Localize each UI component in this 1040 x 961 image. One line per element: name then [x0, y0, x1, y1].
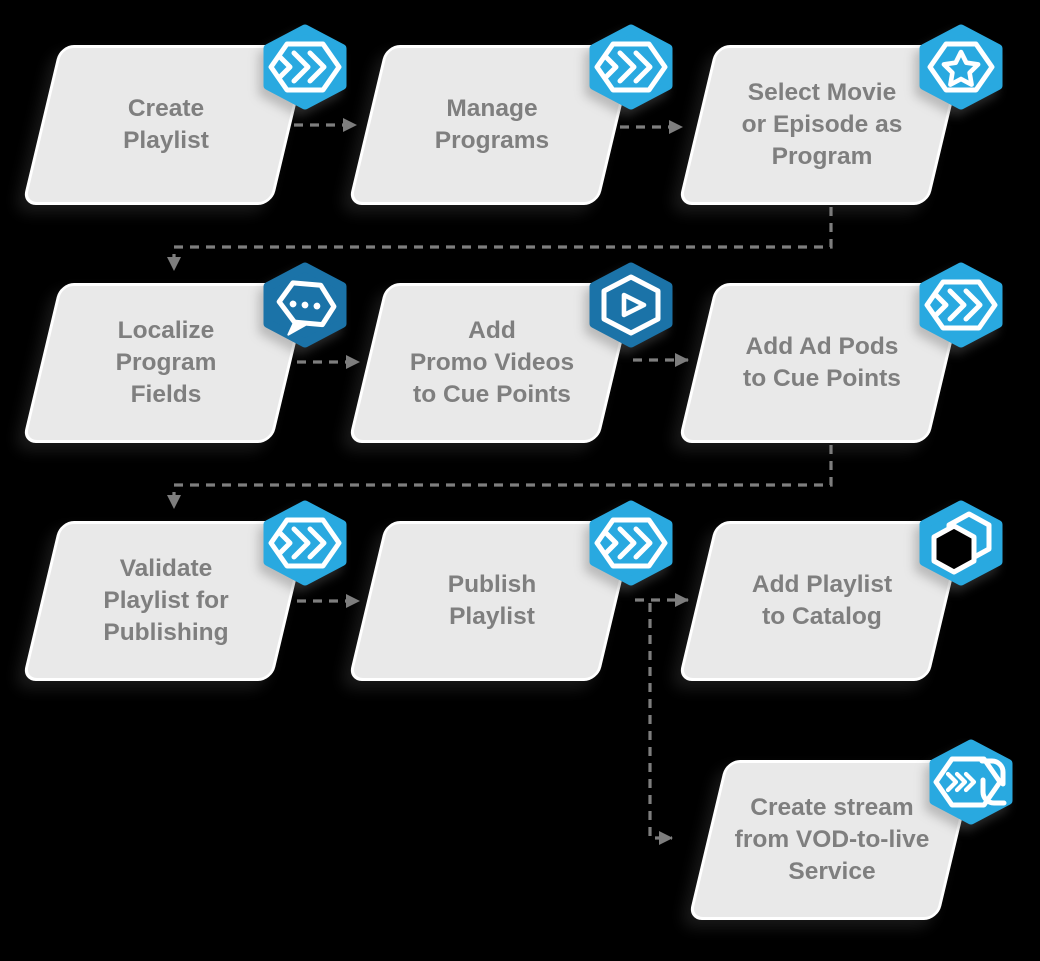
step-label: Add Playlist to Catalog	[751, 570, 893, 630]
connector-publish-to-create-stream	[648, 603, 673, 845]
step-label: Add Ad Pods to Cue Points	[743, 332, 901, 392]
catalog-stack-icon	[919, 500, 1003, 586]
fast-forward-chevrons-icon	[263, 24, 347, 110]
step-label: Select Movie or Episode as Program	[741, 78, 903, 171]
flow-step-add-ad-pods-to-cue-points: Add Ad Pods to Cue Points	[677, 262, 1003, 443]
vod-to-live-sync-icon	[929, 739, 1013, 825]
connector-select-movie-to-localize-program-fields	[167, 207, 833, 271]
fast-forward-chevrons-icon	[919, 262, 1003, 348]
flow-step-add-promo-videos-to-cue-points: Add Promo Videos to Cue Points	[347, 262, 673, 443]
step-label: Publish Playlist	[447, 570, 537, 630]
step-label: Localize Program Fields	[115, 316, 217, 409]
localization-chat-bubble-icon	[263, 262, 347, 348]
flow-step-add-playlist-to-catalog: Add Playlist to Catalog	[677, 500, 1003, 681]
step-label: Add Promo Videos to Cue Points	[409, 316, 575, 409]
fast-forward-chevrons-icon	[263, 500, 347, 586]
flow-step-publish-playlist: Publish Playlist	[347, 500, 673, 681]
flow-step-select-movie-or-episode-as-program: Select Movie or Episode as Program	[677, 24, 1003, 205]
step-label: Manage Programs	[434, 94, 550, 154]
step-label: Validate Playlist for Publishing	[103, 554, 229, 647]
flow-step-localize-program-fields: Localize Program Fields	[21, 262, 347, 443]
fast-forward-chevrons-icon	[589, 24, 673, 110]
promo-video-play-icon	[589, 262, 673, 348]
step-label: Create stream from VOD-to-live Service	[734, 793, 930, 886]
featured-star-icon	[919, 24, 1003, 110]
fast-forward-chevrons-icon	[589, 500, 673, 586]
flow-step-create-stream-from-vod-to-live-service: Create stream from VOD-to-live Service	[687, 739, 1013, 920]
step-label: Create Playlist	[123, 94, 209, 154]
flow-step-validate-playlist-for-publishing: Validate Playlist for Publishing	[21, 500, 347, 681]
connector-add-ad-pods-to-validate-playlist	[167, 445, 833, 509]
flow-step-create-playlist: Create Playlist	[21, 24, 347, 205]
flow-step-manage-programs: Manage Programs	[347, 24, 673, 205]
